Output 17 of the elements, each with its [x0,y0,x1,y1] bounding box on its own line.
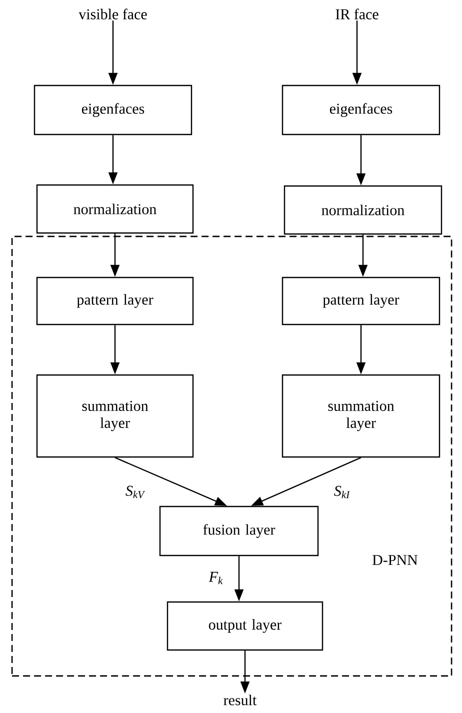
process-box: eigenfaces [34,84,192,136]
input-label: visible face [78,8,147,20]
edge-label: F$_{k}$ [208,572,223,584]
edge-label: S$_{kI}$ [334,486,350,498]
process-box: eigenfaces [282,84,440,136]
process-box: normalization [36,184,194,234]
process-box: summation layer [282,374,440,458]
process-box: output layer [166,601,324,651]
process-box: pattern layer [36,276,194,326]
input-label: IR face [336,8,378,20]
region-label: D-PNN [372,555,418,565]
process-box: pattern layer [282,276,440,326]
process-box: summation layer [36,374,194,458]
process-box: normalization [284,185,442,235]
process-box: fusion layer [159,506,319,556]
edge-label: S$_{kV}$ [126,486,146,498]
input-label: result [224,694,257,706]
